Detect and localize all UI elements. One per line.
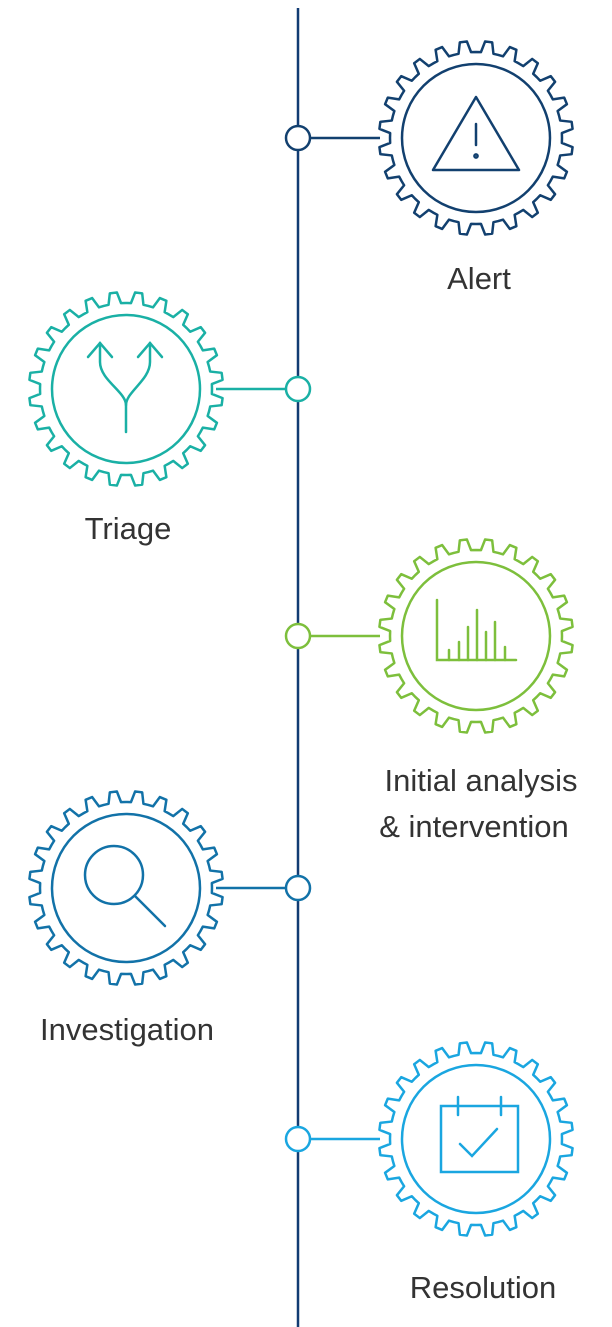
step-alert: Alert [284, 40, 574, 296]
gear-inner-ring-investigation [50, 812, 202, 964]
step-label-alert: Alert [447, 261, 511, 296]
gear-outline-initial-analysis [378, 538, 574, 734]
gear-outline-investigation [28, 790, 224, 986]
bar-chart-icon [435, 598, 518, 662]
step-label-initial-analysis: Initial analysis [385, 763, 578, 798]
gear-outline-triage [28, 291, 224, 487]
timeline-node-resolution [284, 1125, 312, 1153]
step-label-triage: Triage [85, 511, 172, 546]
alert-triangle-icon [431, 95, 521, 172]
split-arrows-icon [86, 341, 164, 434]
step-label-resolution: Resolution [410, 1270, 556, 1305]
timeline-node-triage [284, 375, 312, 403]
calendar-check-icon [439, 1095, 520, 1174]
timeline-node-alert [284, 124, 312, 152]
gear-outline-alert [378, 40, 574, 236]
step-label-intervention: & intervention [379, 809, 569, 844]
step-label-investigation: Investigation [40, 1012, 214, 1047]
step-triage: Triage [28, 291, 312, 546]
magnifier-icon [83, 844, 167, 928]
gear-inner-ring-triage [50, 313, 202, 465]
step-investigation: Investigation [28, 790, 312, 1047]
gear-inner-ring-resolution [400, 1063, 552, 1215]
gear-outline-resolution [378, 1041, 574, 1237]
gear-inner-ring-initial-analysis [400, 560, 552, 712]
timeline-node-investigation [284, 874, 312, 902]
step-resolution: Resolution [284, 1041, 574, 1305]
gear-inner-ring-alert [400, 62, 552, 214]
timeline-node-initial-analysis [284, 622, 312, 650]
step-initial-analysis: Initial analysis & intervention [284, 538, 578, 844]
